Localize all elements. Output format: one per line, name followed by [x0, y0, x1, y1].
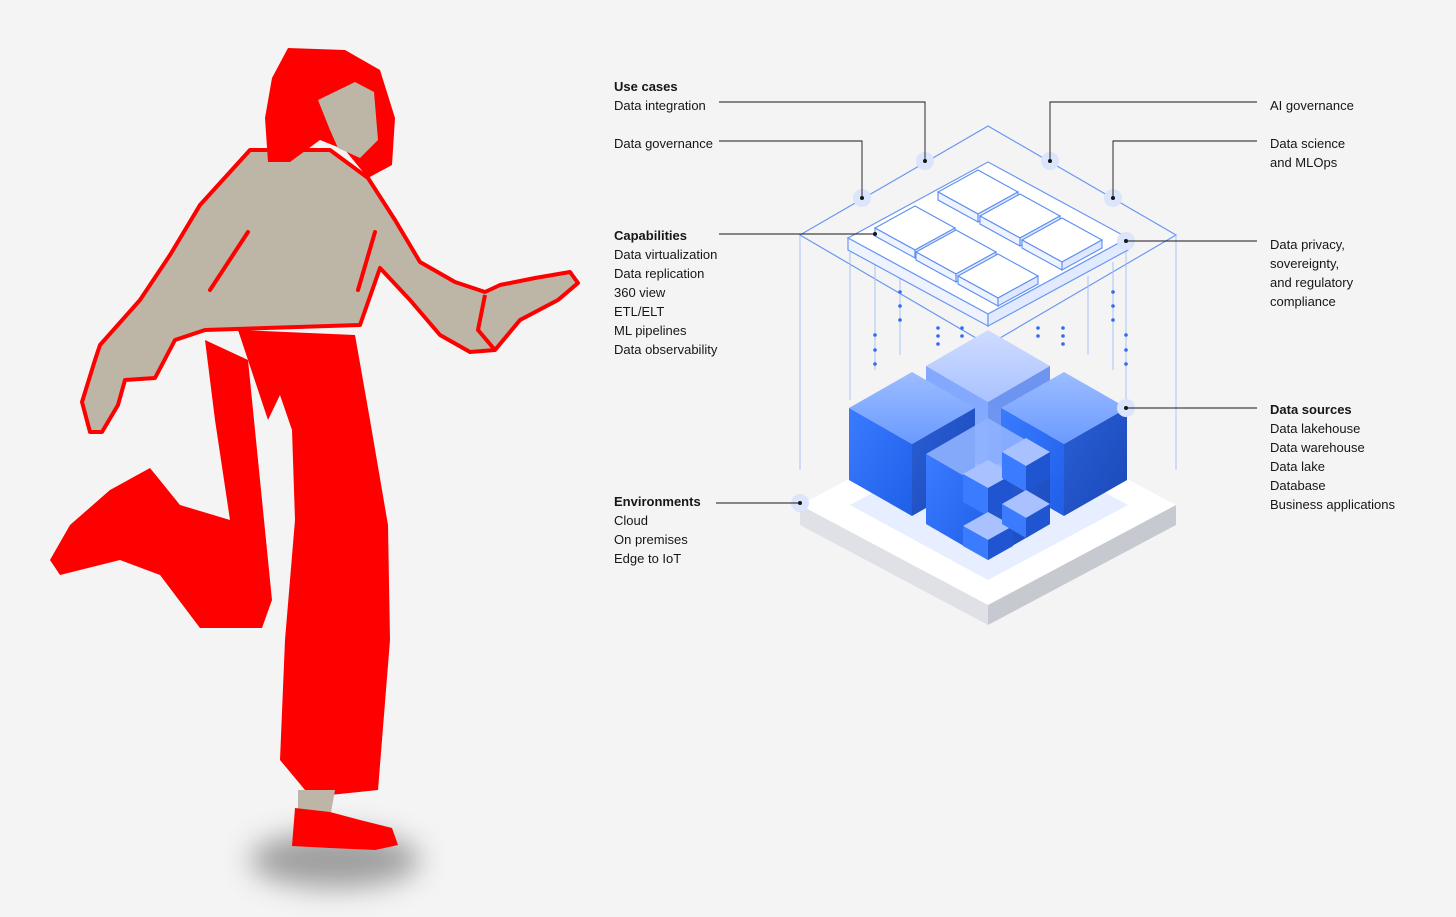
- environment-item: Edge to IoT: [614, 551, 682, 566]
- data-sources-group: Data sources Data lakehouse Data warehou…: [1270, 400, 1395, 514]
- use-case-data-integration: Data integration: [614, 98, 706, 113]
- leader-lines: [716, 101, 1257, 504]
- data-privacy-label: Data privacy, sovereignty, and regulator…: [1270, 235, 1353, 311]
- tray-right: [987, 236, 1129, 328]
- data-source-item: Data warehouse: [1270, 440, 1365, 455]
- figure-fold-1: [208, 230, 250, 292]
- figure-sweater: [80, 148, 580, 434]
- capability-item: ML pipelines: [614, 323, 687, 338]
- data-source-item: Business applications: [1270, 497, 1396, 512]
- data-privacy-line: Data privacy,: [1270, 237, 1345, 252]
- use-cases-group: Use cases Data integration: [614, 77, 706, 115]
- use-cases-heading: Use cases: [614, 79, 678, 94]
- environment-item: Cloud: [614, 513, 648, 528]
- data-source-item: Database: [1270, 478, 1326, 493]
- data-science-line: and MLOps: [1270, 155, 1338, 170]
- ai-governance-label: AI governance: [1270, 96, 1354, 115]
- figure-cuff-right: [476, 294, 497, 352]
- frame-verticals: [799, 235, 1177, 470]
- environments-heading: Environments: [614, 494, 701, 509]
- data-science-label: Data science and MLOps: [1270, 134, 1345, 172]
- base-platform-right: [988, 505, 1176, 625]
- ai-governance-text: AI governance: [1270, 98, 1354, 113]
- data-privacy-line: and regulatory: [1270, 275, 1354, 290]
- data-source-item: Data lakehouse: [1270, 421, 1361, 436]
- use-case-data-governance: Data governance: [614, 134, 713, 153]
- capability-item: Data replication: [614, 266, 705, 281]
- figure-front-shoe: [292, 808, 398, 850]
- data-privacy-line: sovereignty,: [1270, 256, 1340, 271]
- dotted-columns: [873, 290, 1128, 366]
- figure-face: [318, 82, 378, 158]
- figure-fold-2: [356, 230, 377, 292]
- use-case-data-governance-text: Data governance: [614, 136, 714, 151]
- capability-item: Data observability: [614, 342, 718, 357]
- capability-item: 360 view: [614, 285, 666, 300]
- environment-item: On premises: [614, 532, 688, 547]
- connector-dots: [798, 159, 1128, 505]
- data-source-item: Data lake: [1270, 459, 1325, 474]
- environments-group: Environments Cloud On premises Edge to I…: [614, 492, 701, 568]
- data-science-line: Data science: [1270, 136, 1346, 151]
- figure-back-leg: [50, 340, 272, 628]
- capabilities-heading: Capabilities: [614, 228, 687, 243]
- data-sources-heading: Data sources: [1270, 402, 1352, 417]
- cube-small-4: [1002, 490, 1050, 538]
- capabilities-group: Capabilities Data virtualization Data re…: [614, 226, 717, 359]
- base-platform-left: [800, 505, 988, 625]
- capability-item: Data virtualization: [614, 247, 718, 262]
- capability-item: ETL/ELT: [614, 304, 665, 319]
- figure-front-leg: [238, 330, 390, 795]
- tray-tiles: [873, 169, 1104, 307]
- data-privacy-line: compliance: [1270, 294, 1336, 309]
- cube-small-3: [963, 512, 1013, 560]
- cube-small-2: [1002, 438, 1050, 492]
